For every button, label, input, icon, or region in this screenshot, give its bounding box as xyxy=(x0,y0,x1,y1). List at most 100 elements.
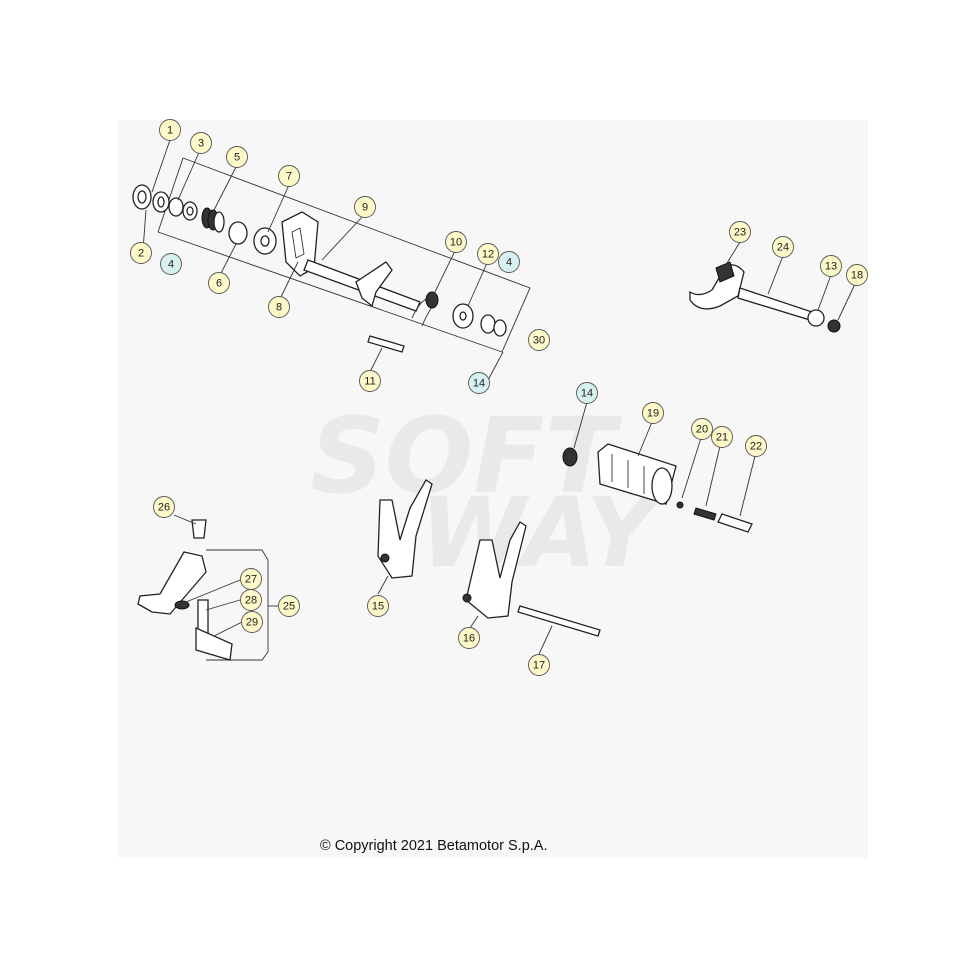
part-15-fork xyxy=(377,479,433,579)
callout-c9: 9 xyxy=(354,196,376,218)
callout-circle xyxy=(498,251,520,273)
callout-c24: 24 xyxy=(772,236,794,258)
callout-c5: 5 xyxy=(226,146,248,168)
callout-c27: 27 xyxy=(240,568,262,590)
callout-number: 30 xyxy=(533,335,545,347)
callout-c13: 13 xyxy=(820,255,842,277)
callout-c11: 11 xyxy=(359,370,381,392)
callout-circle xyxy=(445,231,467,253)
callout-c28: 28 xyxy=(240,589,262,611)
part-6-bush xyxy=(228,221,248,245)
part-14-clip xyxy=(480,314,496,334)
shift-lever-assembly xyxy=(689,241,856,333)
callout-number: 3 xyxy=(198,138,204,150)
callout-circle xyxy=(278,595,300,617)
callout-number: 25 xyxy=(283,601,295,613)
callout-number: 19 xyxy=(647,408,659,420)
callout-c2: 2 xyxy=(130,242,152,264)
callout-circle xyxy=(208,272,230,294)
callout-circle xyxy=(477,243,499,265)
shift-forks xyxy=(377,479,601,655)
callout-circle xyxy=(820,255,842,277)
part-4-clip-b xyxy=(493,319,507,337)
callout-c17: 17 xyxy=(528,654,550,676)
part-18-nut xyxy=(827,319,841,333)
part-20-ball xyxy=(676,501,684,509)
callout-circle xyxy=(359,370,381,392)
callout-c6: 6 xyxy=(208,272,230,294)
callout-c12: 12 xyxy=(477,243,499,265)
callout-number: 11 xyxy=(364,376,375,388)
callout-number: 28 xyxy=(245,595,257,607)
callout-circle xyxy=(268,296,290,318)
callout-c10: 10 xyxy=(445,231,467,253)
part-14-clip-drum xyxy=(562,447,578,467)
callout-c4a: 4 xyxy=(160,253,182,275)
callout-circle xyxy=(240,589,262,611)
callout-circle xyxy=(846,264,868,286)
callout-c15: 15 xyxy=(367,595,389,617)
callout-number: 14 xyxy=(581,388,593,400)
callout-circle xyxy=(367,595,389,617)
callout-circle xyxy=(153,496,175,518)
part-11-pin xyxy=(367,335,405,353)
callout-number: 18 xyxy=(851,270,863,282)
callout-circle xyxy=(576,382,598,404)
callout-c20: 20 xyxy=(691,418,713,440)
callout-c16: 16 xyxy=(458,627,480,649)
callout-c1: 1 xyxy=(159,119,181,141)
callout-circle xyxy=(354,196,376,218)
callout-number: 20 xyxy=(696,424,708,436)
callout-number: 26 xyxy=(158,502,170,514)
callout-number: 15 xyxy=(372,601,384,613)
callout-circle xyxy=(642,402,664,424)
callout-circle xyxy=(528,329,550,351)
gear-pedal-assembly xyxy=(137,514,278,661)
callout-number: 21 xyxy=(716,432,728,444)
callout-number: 7 xyxy=(286,171,292,183)
shift-drum-assembly xyxy=(562,401,756,533)
part-21-spring xyxy=(693,507,717,521)
callout-c25: 25 xyxy=(278,595,300,617)
callout-circle xyxy=(130,242,152,264)
callout-c19: 19 xyxy=(642,402,664,424)
part-10-spring xyxy=(411,291,439,327)
callout-number: 1 xyxy=(167,125,173,137)
callout-c4b: 4 xyxy=(498,251,520,273)
callout-circle xyxy=(528,654,550,676)
callout-number: 12 xyxy=(482,249,494,261)
callout-number: 6 xyxy=(216,278,222,290)
shift-shaft-assembly xyxy=(132,139,531,383)
diagram-panel xyxy=(118,120,868,858)
callout-circle xyxy=(772,236,794,258)
callout-number: 10 xyxy=(450,237,462,249)
callout-c23: 23 xyxy=(729,221,751,243)
callout-c30: 30 xyxy=(528,329,550,351)
callout-c29: 29 xyxy=(241,611,263,633)
callout-number: 16 xyxy=(463,633,475,645)
callout-c3: 3 xyxy=(190,132,212,154)
callout-c14a: 14 xyxy=(468,372,490,394)
callout-c18: 18 xyxy=(846,264,868,286)
callout-c26: 26 xyxy=(153,496,175,518)
callout-number: 13 xyxy=(825,261,837,273)
callout-number: 9 xyxy=(362,202,368,214)
copyright-notice: © Copyright 2021 Betamotor S.p.A. xyxy=(320,838,548,854)
callout-number: 27 xyxy=(245,574,257,586)
callout-circle xyxy=(729,221,751,243)
callout-number: 4 xyxy=(506,257,512,269)
part-13-star-wheel xyxy=(807,309,825,327)
callout-circle xyxy=(711,426,733,448)
callout-number: 24 xyxy=(777,242,789,254)
callout-circle xyxy=(745,435,767,457)
part-5-spring xyxy=(201,207,225,233)
callout-circle xyxy=(241,611,263,633)
part-22-plug xyxy=(717,513,753,533)
part-3-washer xyxy=(168,197,184,217)
part-26-bolt xyxy=(191,519,207,539)
part-25-lever xyxy=(137,551,207,615)
callout-circle xyxy=(226,146,248,168)
part-9-shift-shaft xyxy=(281,211,421,312)
